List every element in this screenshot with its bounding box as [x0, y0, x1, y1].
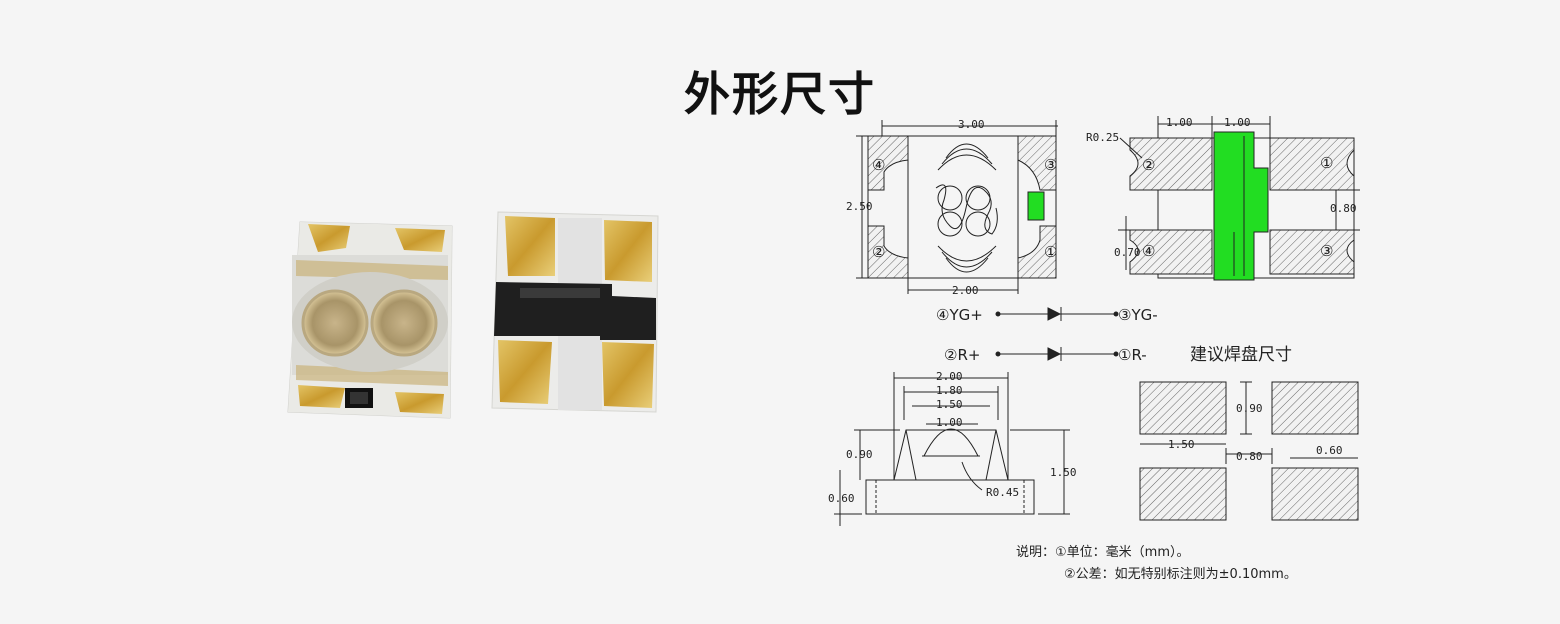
dim-bottom-a: 1.00 — [1166, 116, 1193, 129]
label-yg-anode: ④YG+ — [936, 306, 983, 324]
side-view-drawing — [834, 372, 1070, 526]
diode-yg — [995, 307, 1119, 321]
dim-top-bottom: 2.00 — [952, 284, 979, 297]
dim-top-width: 3.00 — [958, 118, 985, 131]
pad-layout-title: 建议焊盘尺寸 — [1190, 345, 1292, 365]
led-photo-back — [491, 211, 659, 413]
note-line-1: 说明：①单位：毫米（mm）。 — [1016, 544, 1189, 560]
note-line-2: ②公差：如无特别标注则为±0.10mm。 — [1064, 566, 1297, 582]
dim-pad-gap-y: 0.60 — [1316, 444, 1343, 457]
dim-pad-gap-x: 0.80 — [1236, 450, 1263, 463]
bottom-view-drawing — [1118, 116, 1360, 281]
dim-side-180: 1.80 — [936, 384, 963, 397]
dim-bottom-gap: 0.80 — [1330, 202, 1357, 215]
dim-side-radius: R0.45 — [986, 486, 1019, 499]
pin-2-label: ② — [872, 243, 885, 261]
bottom-pin-1-label: ① — [1320, 154, 1333, 172]
led-photo-front — [287, 221, 453, 419]
pad-layout-drawing — [1139, 381, 1359, 521]
diode-r — [995, 347, 1119, 361]
pin-3-label: ③ — [1044, 156, 1057, 174]
dim-side-150: 1.50 — [936, 398, 963, 411]
dim-side-200: 2.00 — [936, 370, 963, 383]
dim-pad-h: 0.90 — [1236, 402, 1263, 415]
bottom-pin-4-label: ④ — [1142, 242, 1155, 260]
dim-bottom-radius: R0.25 — [1086, 131, 1119, 144]
top-view-drawing — [856, 120, 1058, 294]
label-r-anode: ②R+ — [944, 346, 980, 364]
dim-side-060: 0.60 — [828, 492, 855, 505]
dim-side-100: 1.00 — [936, 416, 963, 429]
dim-side-090: 0.90 — [846, 448, 873, 461]
dim-side-height: 1.50 — [1050, 466, 1077, 479]
dim-top-height: 2.50 — [846, 200, 873, 213]
dim-bottom-b: 1.00 — [1224, 116, 1251, 129]
label-r-cathode: ①R- — [1118, 346, 1147, 364]
dim-pad-w: 1.50 — [1168, 438, 1195, 451]
label-yg-cathode: ③YG- — [1118, 306, 1158, 324]
pin-1-label: ① — [1044, 243, 1057, 261]
bottom-pin-2-label: ② — [1142, 156, 1155, 174]
dim-bottom-pad-height: 0.70 — [1114, 246, 1141, 259]
page-title: 外形尺寸 — [684, 67, 876, 121]
bottom-pin-3-label: ③ — [1320, 242, 1333, 260]
pin-4-label: ④ — [872, 156, 885, 174]
